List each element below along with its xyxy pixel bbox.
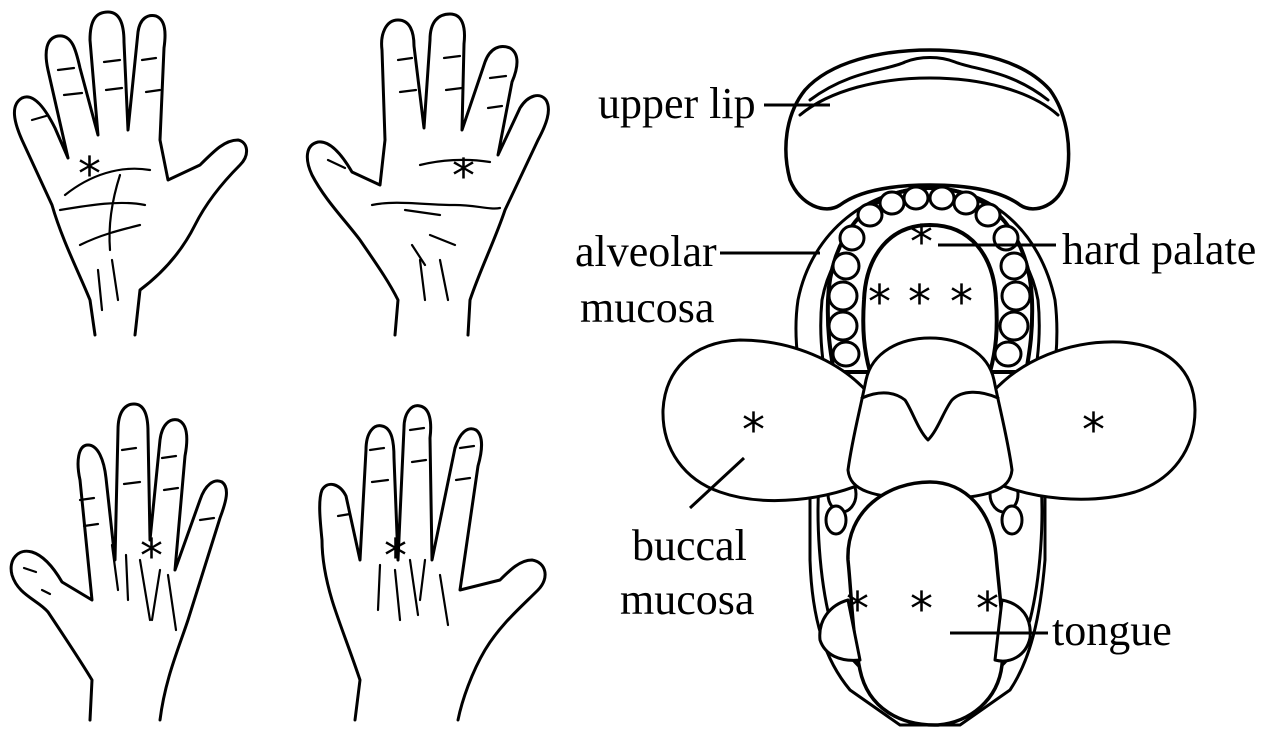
hard-palate-marker-2: * (908, 275, 931, 329)
dorsum-right-illustration: * (320, 406, 545, 720)
tongue-marker-3: * (976, 582, 999, 636)
label-hard-palate: hard palate (1062, 225, 1256, 274)
label-buccal-line2: mucosa (620, 575, 754, 624)
buccal-left-marker: * (742, 403, 765, 457)
hard-palate-marker-1: * (868, 275, 891, 329)
hands-panel: * * * * (11, 12, 548, 720)
upper-lip (786, 50, 1069, 209)
palm-left-marker: * (78, 147, 101, 201)
label-upper-lip: upper lip (598, 79, 756, 128)
tongue-marker-2: * (910, 582, 933, 636)
hard-palate-marker-top: * (910, 215, 933, 269)
label-buccal-line1: buccal (632, 521, 747, 570)
label-alveolar-line2: mucosa (580, 283, 714, 332)
dorsum-right-marker: * (384, 529, 407, 583)
buccal-right-marker: * (1082, 403, 1105, 457)
soft-palate (848, 338, 1012, 500)
palm-right-illustration: * (307, 14, 548, 335)
label-alveolar-line1: alveolar (575, 227, 717, 276)
tongue-marker-1: * (846, 582, 869, 636)
mouth-panel: * * * * * * * * * upper lip alveolar muc… (575, 50, 1256, 725)
dorsum-left-illustration: * (11, 404, 226, 720)
palm-left-illustration: * (14, 12, 246, 335)
dorsum-left-marker: * (140, 529, 163, 583)
label-tongue: tongue (1052, 606, 1172, 655)
palm-right-marker: * (452, 149, 475, 203)
hard-palate-marker-3: * (950, 275, 973, 329)
